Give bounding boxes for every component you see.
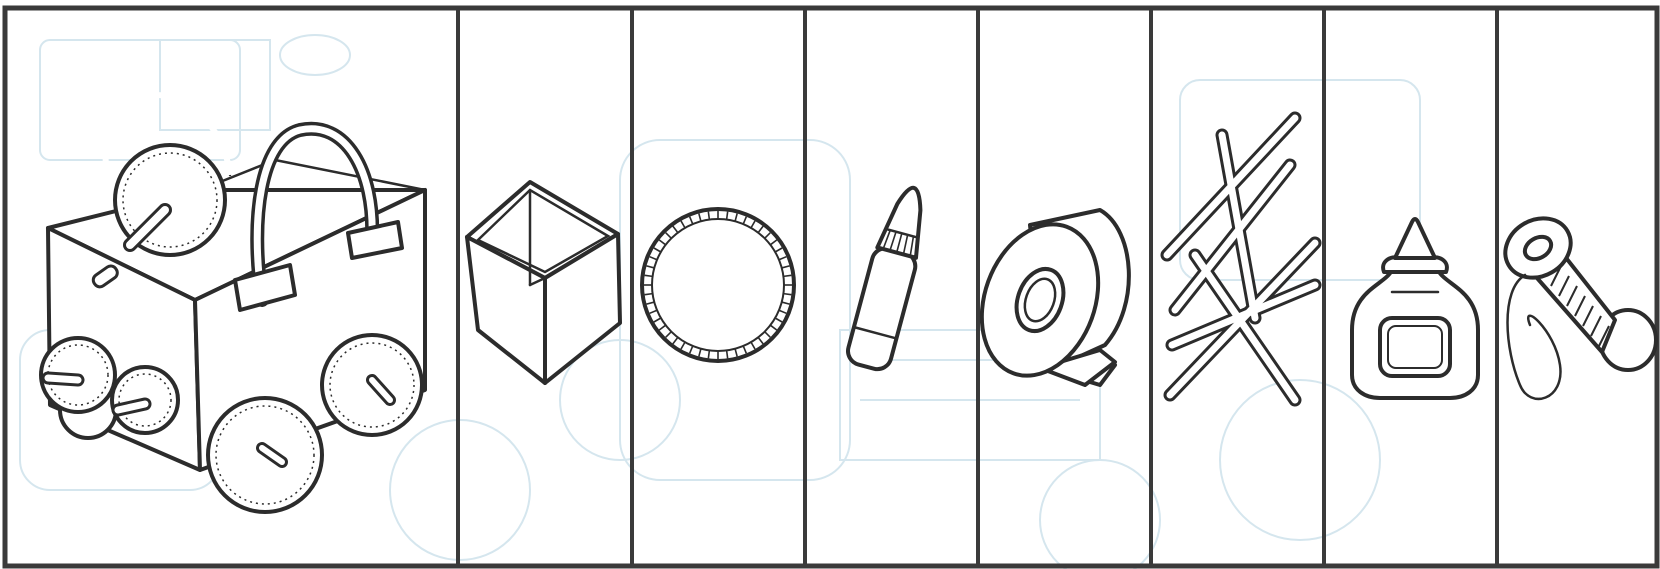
sticks-icon — [1167, 118, 1315, 400]
plate-rim-tick — [783, 275, 791, 276]
plate-rim-tick — [727, 350, 728, 358]
cardboard-box-cart-icon — [41, 95, 425, 512]
glue-stick-icon — [845, 182, 935, 372]
thread-spool-icon — [1495, 207, 1656, 399]
plate-rim-tick — [708, 212, 709, 220]
plate-rim-tick — [708, 350, 709, 358]
plate-rim-tick — [783, 294, 791, 295]
open-box-icon — [467, 182, 620, 383]
plate-rim-tick — [645, 275, 653, 276]
plate-rim-tick — [727, 212, 728, 220]
paper-plate-icon — [642, 209, 794, 361]
glue-bottle-icon — [1352, 219, 1478, 398]
tape-roll-icon — [962, 208, 1129, 392]
plate-rim-tick — [645, 294, 653, 295]
